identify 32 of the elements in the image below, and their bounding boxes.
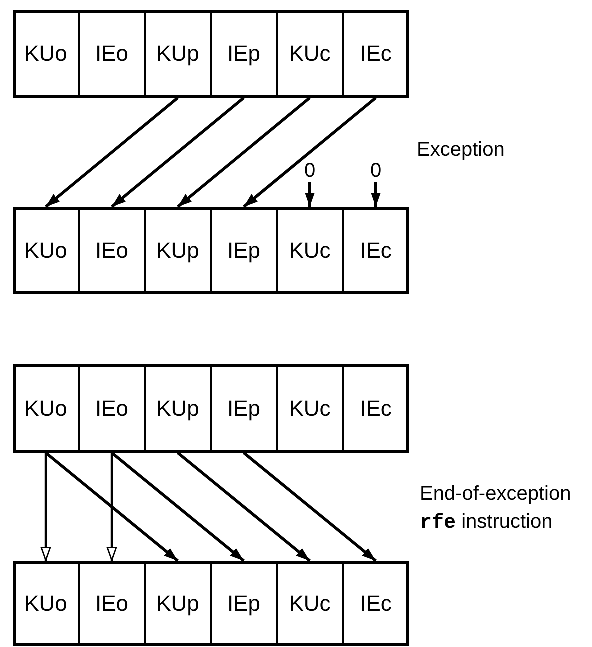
arrow (177, 96, 311, 208)
arrow (111, 96, 245, 208)
arrow (45, 452, 179, 562)
register-bit-cell: IEo (79, 10, 145, 98)
register-bit-cell: IEp (211, 364, 277, 453)
register-bit-cell: KUc (277, 10, 343, 98)
constant-value: 0 (300, 160, 320, 182)
arrow (305, 182, 315, 207)
register-bit-cell: IEp (211, 561, 277, 646)
register-bit-cell: KUp (145, 207, 211, 294)
arrow (45, 96, 179, 208)
register-bit-cell: KUc (277, 207, 343, 294)
register-bit-cell: IEo (79, 364, 145, 453)
arrow (40, 453, 52, 561)
caption-text: End-of-exception rfe instruction (420, 482, 572, 537)
register-bit-cell: KUp (145, 10, 211, 98)
register-bit-cell: KUc (277, 561, 343, 646)
register-bit-cell: IEp (211, 10, 277, 98)
arrow (243, 452, 377, 562)
arrow (371, 182, 381, 207)
register-bit-cell: KUc (277, 364, 343, 453)
constant-value: 0 (366, 160, 386, 182)
caption-text: Exception (417, 138, 506, 163)
arrow (111, 452, 245, 562)
arrow (177, 452, 311, 562)
register-bit-cell: KUp (145, 364, 211, 453)
register-bit-cell: IEp (211, 207, 277, 294)
register-bit-cell: IEo (79, 561, 145, 646)
register-bit-cell: KUp (145, 561, 211, 646)
arrow (106, 453, 118, 561)
register-bit-cell: IEo (79, 207, 145, 294)
arrow (243, 96, 377, 208)
